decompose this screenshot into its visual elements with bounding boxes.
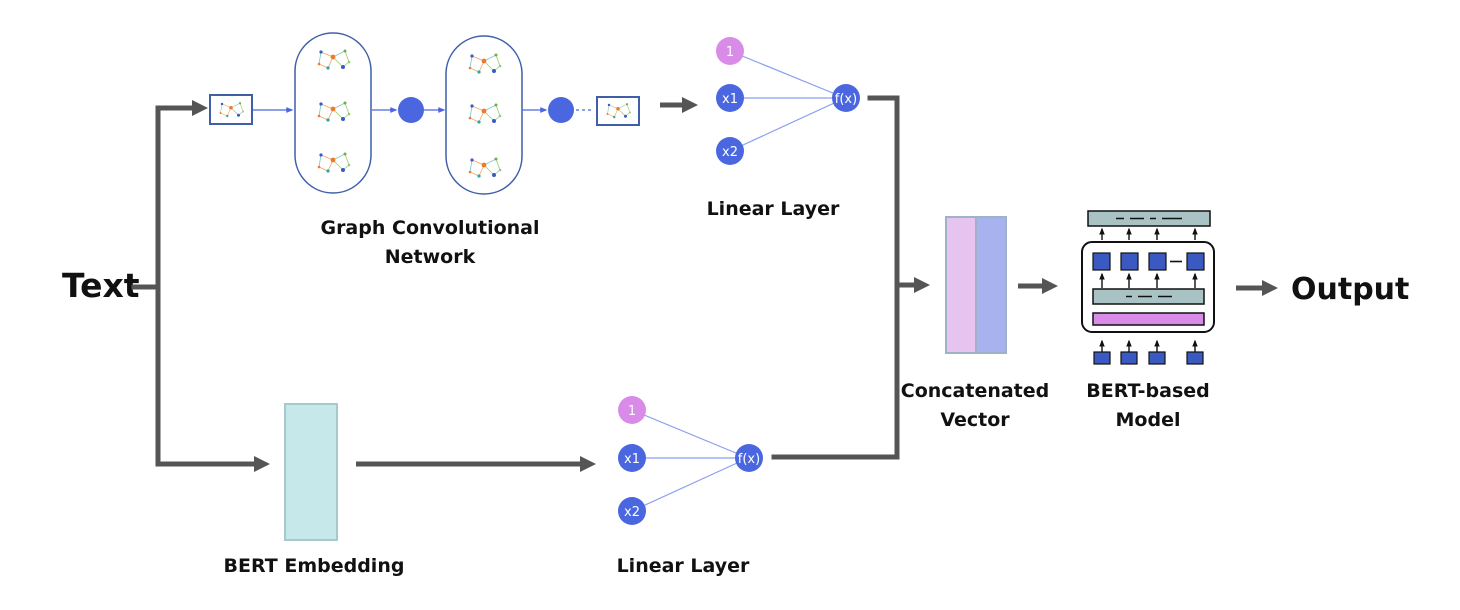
gcn-layer-2 bbox=[445, 35, 523, 195]
linear-top-x1-node bbox=[716, 84, 744, 112]
concatenated-vector bbox=[945, 216, 1007, 354]
activation-node-2 bbox=[548, 97, 574, 123]
linear-top-x1-label: x1 bbox=[722, 92, 738, 107]
input-text-label: Text bbox=[62, 266, 140, 305]
linear-top-caption: Linear Layer bbox=[707, 198, 840, 220]
concat-caption-line1: Concatenated bbox=[901, 380, 1050, 402]
bert-model-icon bbox=[1081, 210, 1215, 365]
linear-bottom-output-label: f(x) bbox=[738, 452, 760, 467]
linear-top-bias-node bbox=[716, 37, 744, 65]
merge-connectors bbox=[771, 95, 931, 460]
linear-top-bias-label: 1 bbox=[726, 45, 734, 60]
linear-bottom-x2-node bbox=[618, 497, 646, 525]
linear-top-x2-label: x2 bbox=[722, 145, 738, 160]
activation-node-1 bbox=[398, 97, 424, 123]
linear-bottom-x2-label: x2 bbox=[624, 505, 640, 520]
linear-bottom-output-node bbox=[735, 444, 763, 472]
concat-caption-line2: Vector bbox=[940, 409, 1010, 431]
linear-top-output-node bbox=[832, 84, 860, 112]
gcn-caption-line1: Graph Convolutional bbox=[320, 217, 539, 239]
linear-bottom-x1-node bbox=[618, 444, 646, 472]
linear-bottom-bias-node bbox=[618, 396, 646, 424]
linear-bottom-x1-label: x1 bbox=[624, 452, 640, 467]
gcn-layer-1 bbox=[294, 32, 372, 194]
input-branch-connectors bbox=[131, 99, 271, 473]
linear-layer-top: 1 x1 x2 f(x) bbox=[716, 37, 860, 165]
gcn-caption-line2: Network bbox=[385, 246, 476, 268]
linear-bottom-bias-label: 1 bbox=[628, 404, 636, 419]
bert-embedding-block bbox=[284, 403, 338, 541]
bert-model-caption-line1: BERT-based bbox=[1086, 380, 1210, 402]
output-graph-box bbox=[596, 96, 640, 126]
linear-top-output-label: f(x) bbox=[835, 92, 857, 107]
linear-top-x2-node bbox=[716, 137, 744, 165]
bert-model-caption-line2: Model bbox=[1116, 409, 1181, 431]
linear-bottom-caption: Linear Layer bbox=[617, 555, 750, 577]
output-label: Output bbox=[1291, 272, 1409, 307]
bert-embedding-caption: BERT Embedding bbox=[224, 555, 405, 577]
gcn-pipeline bbox=[209, 32, 640, 195]
linear-layer-bottom: 1 x1 x2 f(x) bbox=[618, 396, 763, 525]
